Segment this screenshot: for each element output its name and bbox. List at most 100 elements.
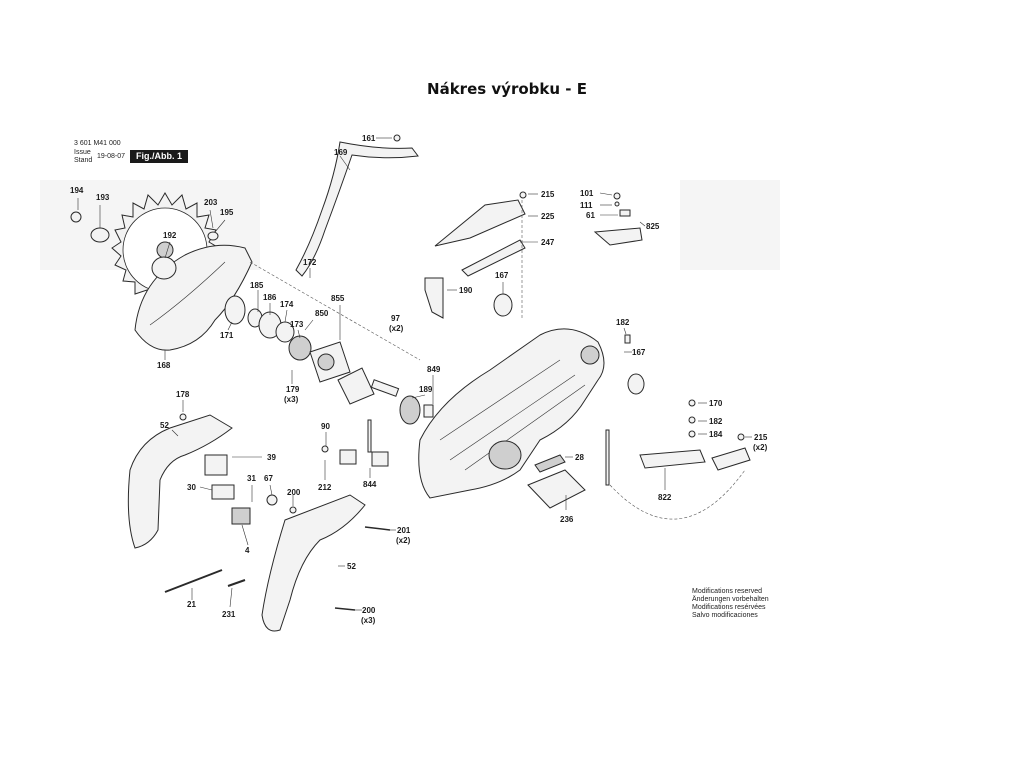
screw-90 bbox=[321, 445, 329, 453]
callout: (x2) bbox=[753, 443, 768, 452]
part-844b bbox=[371, 451, 389, 467]
switch-39 bbox=[204, 454, 228, 476]
callout: 173 bbox=[290, 320, 304, 329]
ring-171 bbox=[224, 295, 246, 325]
screw-161 bbox=[393, 134, 401, 142]
callout: 247 bbox=[541, 238, 555, 247]
page-title: Nákres výrobku - E bbox=[427, 80, 587, 98]
callout: (x3) bbox=[284, 395, 299, 404]
callout: 193 bbox=[96, 193, 110, 202]
callout: (x3) bbox=[361, 616, 376, 625]
strip-247 bbox=[461, 239, 526, 277]
shaft bbox=[370, 379, 400, 397]
part-844a bbox=[339, 449, 357, 465]
callout: 215 bbox=[754, 433, 768, 442]
callout: (x2) bbox=[389, 324, 404, 333]
callout: 169 bbox=[334, 148, 348, 157]
figure-badge: Fig./Abb. 1 bbox=[130, 150, 188, 163]
washer-167 bbox=[493, 293, 513, 317]
callout: 30 bbox=[187, 483, 196, 492]
callout: 21 bbox=[187, 600, 196, 609]
note-line: Modifications resérvées bbox=[692, 604, 766, 611]
callout: 179 bbox=[286, 385, 300, 394]
screw-200 bbox=[289, 506, 297, 514]
callout: 186 bbox=[263, 293, 277, 302]
screw-215 bbox=[519, 191, 527, 199]
bracket-215 bbox=[711, 447, 751, 471]
plate-236 bbox=[527, 469, 586, 509]
watermark-right bbox=[680, 180, 780, 270]
callout-labels: 161 169 215 225 247 101 111 61 825 194 1… bbox=[70, 134, 768, 625]
callout: 90 bbox=[321, 422, 330, 431]
callout: 236 bbox=[560, 515, 574, 524]
callout: 844 bbox=[363, 480, 377, 489]
callout: 97 bbox=[391, 314, 400, 323]
callout: 31 bbox=[247, 474, 256, 483]
callout: 52 bbox=[160, 421, 169, 430]
screw-200b bbox=[334, 607, 356, 611]
callout: 203 bbox=[204, 198, 218, 207]
plate-822 bbox=[639, 449, 706, 469]
screw-194 bbox=[70, 211, 82, 223]
callout: 52 bbox=[347, 562, 356, 571]
callout: 201 bbox=[397, 526, 411, 535]
handle-169 bbox=[295, 141, 419, 277]
callout: 855 bbox=[331, 294, 345, 303]
callout: 822 bbox=[658, 493, 672, 502]
handle-half-52 bbox=[127, 414, 233, 549]
lever-825 bbox=[593, 227, 643, 246]
motor-housing bbox=[418, 328, 605, 499]
callout: 200 bbox=[287, 488, 301, 497]
note-line: Änderungen vorbehalten bbox=[692, 596, 769, 603]
screw-231 bbox=[227, 579, 246, 587]
washer-167b bbox=[627, 373, 645, 395]
pin-182 bbox=[624, 334, 631, 344]
trigger-30 bbox=[211, 484, 235, 500]
issue-date: 19-08-07 bbox=[97, 153, 126, 160]
callout: 189 bbox=[419, 385, 433, 394]
callout: 167 bbox=[495, 271, 509, 280]
callout: 172 bbox=[303, 258, 317, 267]
callout: 167 bbox=[632, 348, 646, 357]
handle-half-52b bbox=[261, 494, 366, 632]
flange-192 bbox=[151, 256, 177, 280]
callout: 194 bbox=[70, 186, 84, 195]
callout: 61 bbox=[586, 211, 595, 220]
callout: 182 bbox=[616, 318, 630, 327]
note-line: Modifications reserved bbox=[692, 588, 763, 595]
callout: 39 bbox=[267, 453, 276, 462]
callout: 185 bbox=[250, 281, 264, 290]
callout: 825 bbox=[646, 222, 660, 231]
callout: 161 bbox=[362, 134, 376, 143]
callout: 212 bbox=[318, 483, 332, 492]
gasket-855 bbox=[337, 367, 375, 405]
gear-189 bbox=[399, 395, 421, 425]
callout: 101 bbox=[580, 189, 594, 198]
stand-label: Stand bbox=[74, 157, 93, 164]
callout: 28 bbox=[575, 453, 584, 462]
callout: 111 bbox=[580, 201, 593, 210]
callout: 171 bbox=[220, 331, 234, 340]
issue-label: Issue bbox=[74, 149, 91, 156]
callout: 215 bbox=[541, 190, 555, 199]
note-line: Salvo modificaciones bbox=[692, 612, 758, 619]
callout: 178 bbox=[176, 390, 190, 399]
callout: 182 bbox=[709, 417, 723, 426]
callout: 192 bbox=[163, 231, 177, 240]
leader-lines bbox=[77, 137, 752, 611]
callout: 225 bbox=[541, 212, 555, 221]
bearing-849 bbox=[423, 404, 434, 418]
spring-28 bbox=[534, 454, 566, 473]
callout: 200 bbox=[362, 606, 376, 615]
callout: 184 bbox=[709, 430, 723, 439]
callout: 850 bbox=[315, 309, 329, 318]
callout: 190 bbox=[459, 286, 473, 295]
callout: 849 bbox=[427, 365, 441, 374]
bearing-173 bbox=[288, 335, 312, 361]
callout: (x2) bbox=[396, 536, 411, 545]
washer-195 bbox=[207, 231, 219, 241]
modifications-note: Modifications reserved Änderungen vorbeh… bbox=[692, 588, 769, 620]
screw-201 bbox=[364, 526, 391, 531]
rod bbox=[605, 429, 610, 486]
